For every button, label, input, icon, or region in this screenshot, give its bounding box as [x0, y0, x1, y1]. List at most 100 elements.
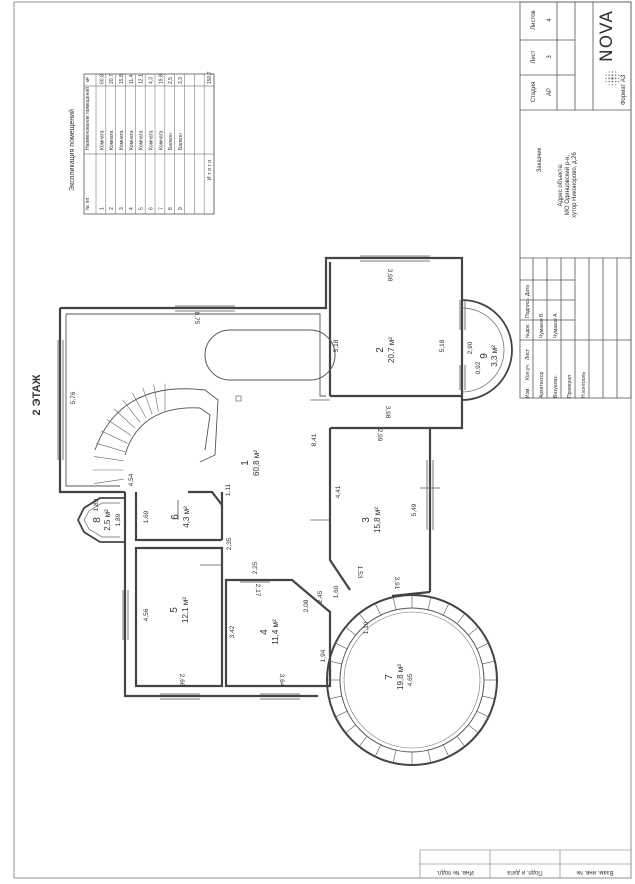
explication-row-num: 1 — [99, 207, 105, 210]
tb-sheets: 4 — [547, 18, 553, 22]
dim-label: 3,98 — [386, 269, 393, 282]
tb-sheet-header: Лист — [531, 50, 537, 63]
room-6-area: 4,3 м² — [182, 506, 191, 528]
plan-walls — [58, 256, 464, 698]
dim-label: 1,10 — [363, 621, 370, 634]
dim-label: 0,92 — [475, 361, 482, 374]
room-8-area: 2,5 м² — [103, 509, 112, 531]
tb-name-2: Чумаков А. — [553, 312, 559, 338]
dim-label: 2,17 — [254, 584, 261, 597]
dim-label: 1,11 — [225, 484, 232, 497]
balcony-8 — [76, 497, 125, 543]
dim-label: 5,18 — [333, 339, 340, 352]
explication-row-area: 20,7 — [109, 74, 115, 84]
nova-logo: NOVA — [597, 10, 620, 86]
capsule-niche — [204, 329, 336, 381]
tb-stage-header: Стадия — [531, 82, 537, 102]
dim-label: 8,75 — [193, 312, 200, 325]
explication-row-name: Комната — [99, 130, 105, 150]
dim-label: 1,89 — [93, 498, 100, 511]
dim-label: 4,41 — [335, 485, 342, 498]
dim-label: 2,66 — [178, 674, 185, 687]
explication-row-num: 8 — [168, 207, 174, 210]
room-9-number: 9 — [479, 353, 490, 359]
room-1-number: 1 — [240, 460, 251, 466]
dim-label: 2,08 — [303, 599, 310, 612]
explication-row-area: 3,3 — [178, 77, 184, 84]
dim-label: 4,54 — [128, 473, 135, 486]
room-7-area: 19,8 м² — [396, 664, 405, 690]
explication-row-num: 2 — [109, 207, 115, 210]
tb-sig-h4: Подпись — [525, 298, 531, 318]
tb-sig-h5: Дата — [525, 285, 531, 296]
dim-label: 4,56 — [143, 608, 150, 621]
explication-row-num: 7 — [158, 207, 164, 210]
room-5-area: 12,1 м² — [181, 597, 190, 623]
spiral-staircase — [94, 388, 219, 463]
dim-label: 2,35 — [226, 537, 233, 550]
tb-sig-h0: Изм. — [525, 387, 531, 398]
explication-row-num: 6 — [149, 207, 155, 210]
explication-row-area: 4,3 — [149, 77, 155, 84]
explication-row-area: 15,8 — [119, 74, 125, 84]
dim-label: 1,53 — [356, 566, 363, 579]
explication-total-label: И т о г о — [207, 160, 213, 181]
room-3-area: 15,8 м² — [373, 507, 382, 533]
dim-label: 2,25 — [252, 561, 259, 574]
room-9-area: 3,3 м² — [490, 345, 499, 367]
dim-label: 1,89 — [115, 513, 122, 526]
sheet-frame — [13, 1, 632, 879]
dim-label: 2,90 — [467, 341, 474, 354]
dim-label: 1,94 — [320, 649, 327, 662]
dim-label: 1,60 — [333, 585, 340, 598]
explication-header-num: № пп — [85, 198, 91, 210]
tb-name-1: Чумаков В. — [539, 312, 545, 338]
room-8-number: 8 — [92, 517, 103, 523]
explication-row-num: 3 — [119, 207, 125, 210]
explication-row-area: 19,8 — [158, 74, 164, 84]
dim-label: 3,98 — [384, 406, 391, 419]
room-5-number: 5 — [169, 607, 180, 613]
explication-row-name: Комната — [139, 130, 145, 150]
stamp-inv2: Взам. инв. № — [576, 869, 613, 876]
explication-row-name: Комната — [109, 130, 115, 150]
stamp-inv1: Инв. № подл. — [436, 869, 474, 876]
windows — [57, 255, 466, 700]
dim-label: 1,69 — [143, 510, 150, 523]
dim-label: 2,45 — [317, 590, 324, 603]
explication-row-area: 2,5 — [168, 77, 174, 84]
room-2-number: 2 — [375, 347, 386, 353]
explication-title: Экспликация помещений — [68, 109, 76, 191]
explication-row-num: 4 — [129, 207, 135, 210]
room-6-number: 6 — [170, 514, 181, 520]
dim-label: 8,41 — [311, 433, 318, 446]
explication-row-num: 5 — [139, 207, 145, 210]
dim-label: 3,42 — [229, 625, 236, 638]
explication-row-name: Балкон — [178, 133, 184, 150]
dim-label: 2,99 — [376, 429, 383, 442]
floor-label: 2 ЭТАЖ — [31, 374, 43, 415]
explication-row-name: Комната — [129, 130, 135, 150]
dim-label: 4,65 — [407, 673, 414, 686]
room-4-area: 11,4 м² — [271, 619, 280, 645]
nova-logo-text: NOVA — [597, 10, 617, 62]
tb-role-1: Архитектор — [539, 371, 545, 398]
dim-label: 5,76 — [70, 391, 77, 404]
room-3-number: 3 — [361, 517, 372, 523]
tb-stage: АР — [547, 88, 553, 96]
explication-table: Экспликация помещений № пп Наименование … — [68, 71, 215, 215]
tb-address-2: МО Одинцовский р-н, — [564, 155, 571, 216]
tb-sheet: 3 — [547, 55, 553, 59]
explication-total-value: 150,7 — [207, 71, 213, 84]
tb-sig-h1: Кол.уч. — [525, 364, 531, 380]
tb-role-4: Н.контроль — [581, 372, 587, 398]
tb-sig-h3: №док. — [525, 323, 531, 338]
tb-sig-h2: Лист — [525, 348, 531, 360]
explication-row-num: 9 — [178, 207, 184, 210]
explication-header-area: м² — [85, 77, 91, 82]
dim-label: 5,49 — [411, 503, 418, 516]
dim-label: 3,91 — [393, 577, 400, 590]
explication-row-area: 11,4 — [129, 74, 135, 84]
tb-customer: Заказчик — [537, 147, 543, 172]
